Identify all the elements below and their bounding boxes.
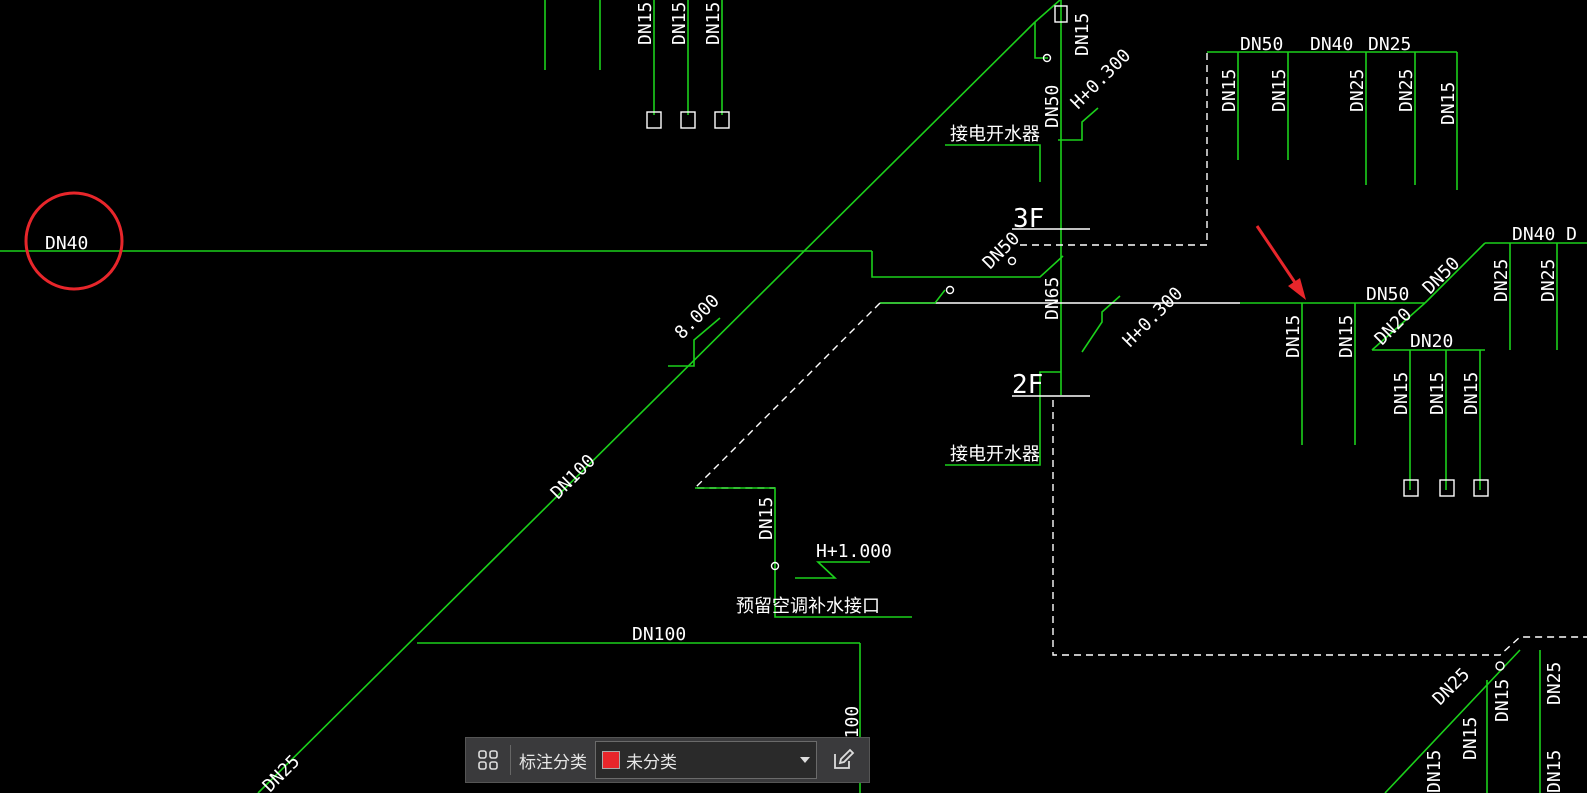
label-heater-bottom: 接电开水器: [950, 444, 1040, 465]
annotation-toolbar: 标注分类 未分类: [465, 737, 870, 783]
label-r-dn50-diag: DN50: [1419, 253, 1465, 299]
fixture-mid-3: [1473, 479, 1489, 497]
label-r-dn25-a: DN25: [1347, 69, 1368, 112]
label-dn100-horizontal: DN100: [632, 624, 686, 645]
dashed-return-upper: [1020, 52, 1208, 246]
label-dn40-left: DN40: [45, 233, 88, 254]
label-r-dn20-horiz: DN20: [1410, 331, 1453, 352]
pipe-dn100-diagonal-top[interactable]: [1034, 0, 1061, 23]
label-r-dn25-edge1: DN25: [1491, 259, 1512, 302]
label-r-dn15-f: DN15: [1391, 372, 1412, 415]
pipe-dn65-start[interactable]: [880, 289, 946, 304]
label-dn15-top-riser: DN15: [1072, 13, 1093, 56]
label-r-dn50-mid: DN50: [1366, 284, 1409, 305]
annotation-arrow-shaft[interactable]: [1255, 225, 1302, 291]
label-dn25-bottom: DN25: [259, 751, 305, 793]
label-r-dn25-b: DN25: [1396, 69, 1417, 112]
label-dn50-mid: DN50: [979, 228, 1025, 274]
fixture-top-1: [646, 111, 662, 129]
fixture-mid-2: [1439, 479, 1455, 497]
chevron-down-icon[interactable]: [800, 757, 810, 763]
pipe-dn40-step[interactable]: [871, 251, 1064, 278]
elevation-mark-1000: [795, 561, 870, 579]
label-h0300-mid: H+0.300: [1119, 283, 1187, 351]
pipe-heater-bottom[interactable]: [945, 458, 1041, 466]
annotation-circle[interactable]: [24, 191, 124, 291]
pipe-dn20-diagonal[interactable]: [1371, 302, 1426, 351]
label-br-dn15-b: DN15: [1460, 717, 1481, 760]
elevation-mark-top: [1058, 107, 1099, 141]
label-r-dn15-a: DN15: [1219, 69, 1240, 112]
label-dn15-top-2: DN15: [669, 2, 690, 45]
pipe-dn50-diagonal-right[interactable]: [1424, 242, 1486, 304]
label-elevation-8000: 8.000: [671, 290, 724, 343]
label-r-dn50-top: DN50: [1240, 34, 1283, 55]
pipe-heater-top[interactable]: [945, 144, 1041, 182]
label-r-dn15-b: DN15: [1269, 69, 1290, 112]
label-r-dn40-top: DN40: [1310, 34, 1353, 55]
category-selected-value: 未分类: [626, 752, 677, 773]
label-br-dn25-b: DN25: [1544, 662, 1565, 705]
label-dn100-diagonal: DN100: [547, 450, 600, 503]
label-br-dn15-a: DN15: [1492, 679, 1513, 722]
category-dropdown[interactable]: 未分类: [595, 741, 817, 779]
label-dn15-ac: DN15: [756, 497, 777, 540]
label-h1000: H+1.000: [816, 541, 892, 562]
label-br-dn25: DN25: [1429, 664, 1475, 710]
label-r-dn15-h: DN15: [1461, 372, 1482, 415]
label-dn15-top-1: DN15: [635, 2, 656, 45]
label-ac-port: 预留空调补水接口: [736, 596, 880, 617]
pipe-bottom-right-diagonal[interactable]: [1384, 649, 1521, 793]
elevation-mark-8000: [668, 317, 721, 367]
valve-bottom-right: [1495, 661, 1505, 671]
grid-icon[interactable]: [466, 738, 510, 782]
label-r-dn25-top: DN25: [1368, 34, 1411, 55]
label-r-dn15-e: DN15: [1336, 315, 1357, 358]
valve-ac: [770, 561, 780, 571]
pipe-ac-branch[interactable]: [695, 487, 912, 618]
category-label: 标注分类: [519, 752, 587, 773]
label-dn50-riser: DN50: [1042, 85, 1063, 128]
elevation-mark-mid: [1081, 295, 1121, 353]
label-r-dn40-edge: DN40 D: [1512, 224, 1577, 245]
annotation-arrow-head[interactable]: [1288, 278, 1306, 300]
label-r-dn15-c: DN15: [1438, 82, 1459, 125]
category-color-swatch: [602, 751, 620, 769]
fixture-top-3: [714, 111, 730, 129]
pipe-riser-offset[interactable]: [1039, 371, 1061, 395]
valve-dn65: [945, 285, 955, 295]
toolbar-separator: [510, 745, 511, 775]
valve-top-riser: [1054, 5, 1068, 23]
label-r-dn15-d: DN15: [1283, 315, 1304, 358]
pipe-dn100-diagonal[interactable]: [257, 21, 1036, 793]
label-r-dn15-g: DN15: [1427, 372, 1448, 415]
fixture-top-2: [680, 111, 696, 129]
pipe-top-riser-branch[interactable]: [1034, 22, 1048, 59]
label-br-dn15-c: DN15: [1424, 750, 1445, 793]
label-heater-top: 接电开水器: [950, 124, 1040, 145]
label-floor-2f: 2F: [1012, 370, 1043, 400]
label-floor-3f: 3F: [1013, 204, 1044, 234]
edit-icon[interactable]: [819, 738, 867, 782]
fixture-mid-1: [1403, 479, 1419, 497]
valve-riser-top: [1042, 53, 1052, 63]
label-br-dn15-d: DN15: [1544, 750, 1565, 793]
valve-dn50: [1007, 256, 1017, 266]
label-r-dn25-edge2: DN25: [1538, 259, 1559, 302]
label-dn65: DN65: [1042, 277, 1063, 320]
label-dn15-top-3: DN15: [703, 2, 724, 45]
dashed-return-lower: [1052, 400, 1587, 656]
